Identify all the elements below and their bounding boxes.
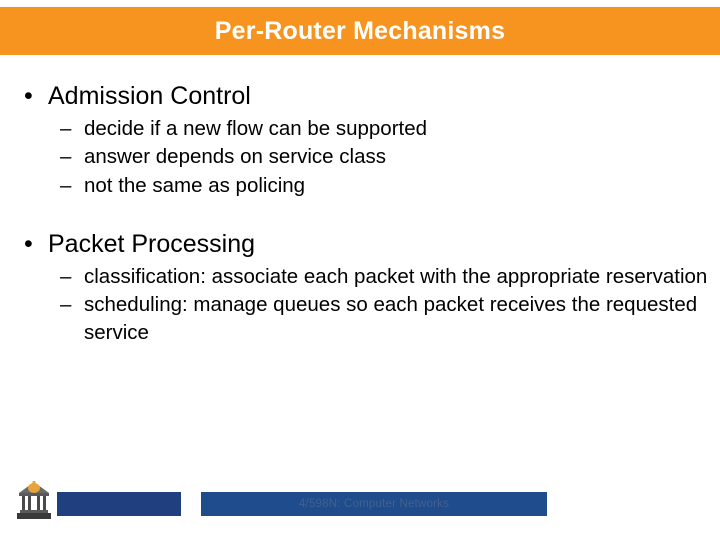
footer-center-bar: 4/598N: Computer Networks (201, 492, 547, 516)
slide-content: • Admission Control – decide if a new fl… (0, 70, 720, 348)
bullet-level2: – decide if a new flow can be supported (0, 115, 720, 143)
dash-marker-icon: – (60, 117, 72, 140)
bullet-level2: – scheduling: manage queues so each pack… (0, 291, 720, 348)
bullet-text: Admission Control (48, 82, 251, 110)
bullet-level2: – not the same as policing (0, 172, 720, 200)
bullet-text: scheduling: manage queues so each packet… (84, 293, 698, 345)
bullet-text: not the same as policing (84, 173, 306, 197)
bullet-level2: – answer depends on service class (0, 143, 720, 171)
slide-title-bar: Per-Router Mechanisms (0, 7, 720, 55)
dash-marker-icon: – (60, 264, 72, 288)
spacer (0, 200, 720, 218)
footer-left-bar (57, 492, 181, 516)
bullet-marker-icon: • (24, 82, 33, 110)
dash-marker-icon: – (60, 145, 72, 169)
bullet-text: classification: associate each packet wi… (84, 264, 708, 288)
university-seal-logo (17, 481, 51, 519)
dash-marker-icon: – (60, 293, 72, 317)
footer-text: 4/598N: Computer Networks (298, 498, 450, 510)
bullet-marker-icon: • (24, 229, 33, 258)
bullet-level2: – classification: associate each packet … (0, 263, 720, 291)
bullet-level1: • Admission Control (0, 80, 720, 112)
page-title: Per-Router Mechanisms (214, 16, 506, 45)
bullet-text: Packet Processing (48, 229, 256, 258)
bullet-level1: • Packet Processing (0, 228, 720, 260)
bullet-text: decide if a new flow can be supported (84, 117, 428, 140)
dash-marker-icon: – (60, 173, 72, 197)
bullet-text: answer depends on service class (84, 145, 386, 169)
